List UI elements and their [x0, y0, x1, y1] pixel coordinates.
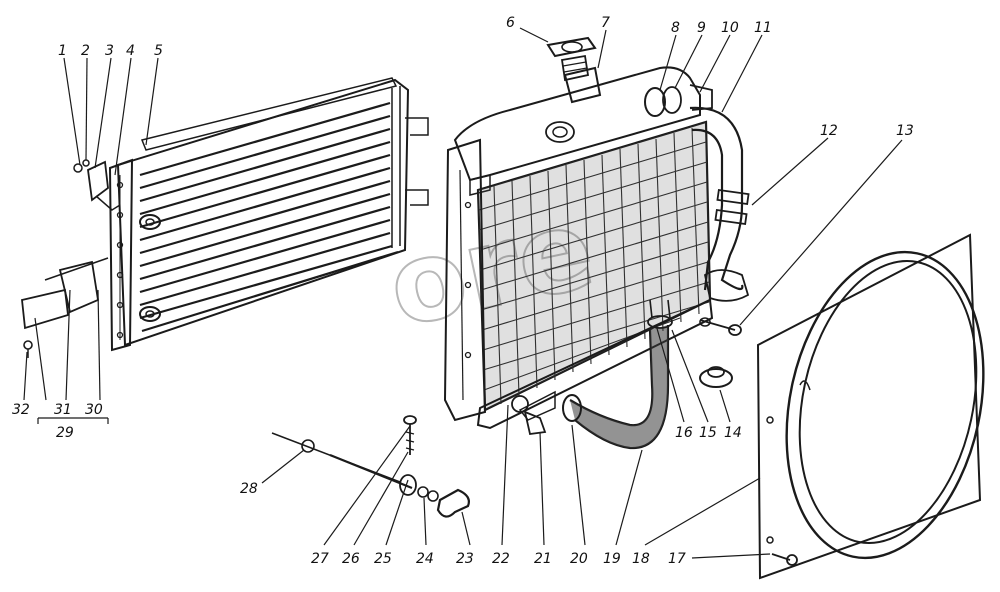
radiator-cap — [546, 36, 597, 82]
label-13: 13 — [896, 123, 914, 139]
label-27: 27 — [311, 551, 329, 567]
label-18: 18 — [632, 551, 650, 567]
shroud-screw — [771, 553, 798, 566]
oil-cooler — [108, 77, 429, 352]
label-19: 19 — [603, 551, 621, 567]
label-4: 4 — [126, 43, 135, 59]
radiator-plug — [699, 366, 733, 388]
label-2: 2 — [81, 43, 90, 59]
label-5: 5 — [154, 43, 163, 59]
label-8: 8 — [671, 20, 680, 36]
label-10: 10 — [721, 20, 739, 36]
lower-hose — [562, 299, 673, 450]
label-17: 17 — [668, 551, 686, 567]
upper-hose — [644, 84, 750, 302]
label-26: 26 — [342, 551, 360, 567]
label-29: 29 — [56, 425, 74, 441]
label-32: 32 — [12, 402, 30, 418]
leader-lines — [23, 27, 903, 559]
label-21: 21 — [534, 551, 552, 567]
label-7: 7 — [601, 15, 610, 31]
label-31: 31 — [54, 402, 72, 418]
label-25: 25 — [374, 551, 392, 567]
hose-clamp-bolt — [699, 317, 742, 336]
label-28: 28 — [240, 481, 258, 497]
label-22: 22 — [492, 551, 510, 567]
label-1: 1 — [58, 43, 67, 59]
label-24: 24 — [416, 551, 434, 567]
label-6: 6 — [506, 15, 515, 31]
label-9: 9 — [697, 20, 706, 36]
label-3: 3 — [105, 43, 114, 59]
bracket-assembly — [21, 257, 109, 358]
drain-cock-assembly — [271, 415, 470, 518]
label-30: 30 — [85, 402, 103, 418]
radiator-core-grid — [478, 122, 710, 410]
label-23: 23 — [456, 551, 474, 567]
label-12: 12 — [820, 123, 838, 139]
label-15: 15 — [699, 425, 717, 441]
label-14: 14 — [724, 425, 742, 441]
label-20: 20 — [570, 551, 588, 567]
label-16: 16 — [675, 425, 693, 441]
fan-shroud — [756, 233, 985, 580]
part-labels: 1 2 3 4 5 6 7 8 9 10 11 12 13 14 15 16 1… — [12, 15, 914, 567]
label-11: 11 — [754, 20, 772, 36]
